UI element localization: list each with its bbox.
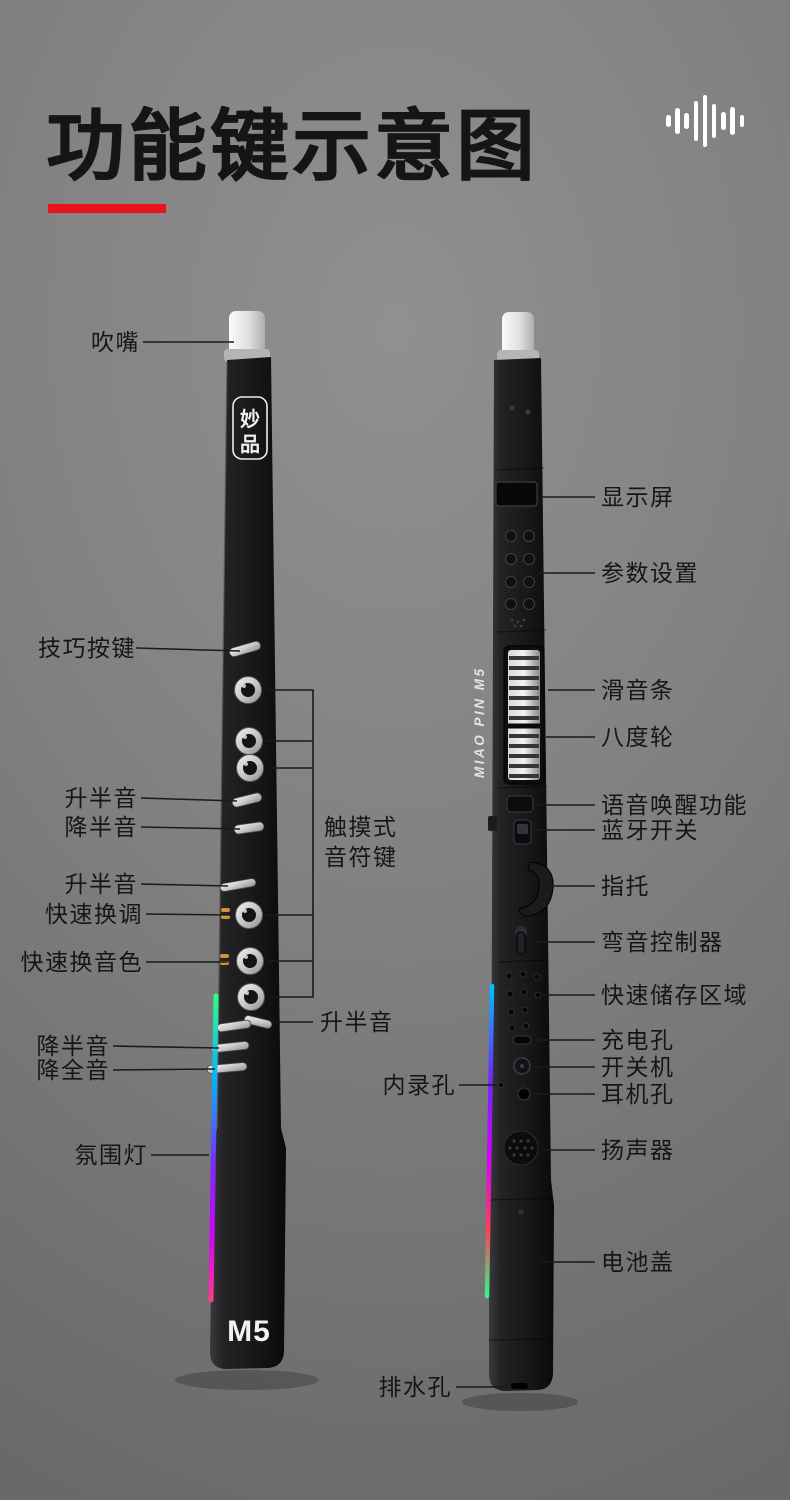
back-body (489, 358, 554, 1391)
display-screen (495, 481, 538, 507)
label-battery-cover: 电池盖 (601, 1249, 675, 1275)
label-charging-port: 充电孔 (601, 1027, 675, 1053)
speaker-grille (503, 1130, 539, 1166)
screw (525, 409, 531, 415)
label-drain-hole: 排水孔 (378, 1374, 452, 1400)
wave-bar (711, 104, 717, 138)
label-quick-storage: 快速储存区域 (601, 982, 748, 1008)
ambient-light-strip (208, 993, 219, 1303)
battery-cover-screw (518, 1209, 524, 1215)
model-text: M5 (227, 1315, 271, 1348)
label-ambient-light: 氛围灯 (74, 1142, 148, 1168)
label-flat-lower: 降半音 (36, 1033, 110, 1059)
front-shadow (175, 1370, 319, 1390)
wave-bar (684, 113, 689, 129)
back-mouthpiece (502, 312, 534, 358)
body-joints (488, 467, 553, 1341)
front-mouthpiece (229, 311, 265, 357)
headphone-jack (517, 1087, 531, 1101)
brand-badge: 妙 品 (232, 396, 268, 460)
label-internal-recording: 内录孔 (382, 1072, 456, 1098)
flat-lower-key (210, 1041, 250, 1053)
slide-bar-octave-wheel (503, 645, 545, 785)
touch-note-keys (234, 676, 265, 1011)
label-pitch-bend: 弯音控制器 (601, 929, 724, 955)
label-sharp-mid: 升半音 (64, 871, 138, 897)
technique-key (229, 640, 261, 658)
label-thumb-rest: 指托 (601, 873, 650, 899)
back-shadow (462, 1393, 578, 1411)
leader-lines (112, 341, 595, 1388)
internal-recording-hole (497, 1081, 505, 1089)
voice-wake-button (506, 795, 534, 813)
label-speaker: 扬声器 (601, 1137, 675, 1163)
wave-bar (702, 95, 708, 147)
pitch-bend-stick (516, 931, 526, 955)
label-mouthpiece: 吹嘴 (91, 329, 140, 355)
sharp-right-key (243, 1015, 273, 1029)
label-sharp-right: 升半音 (320, 1009, 394, 1035)
audio-wave-icon (666, 94, 744, 148)
back-ambient-light-strip (484, 983, 495, 1299)
power-button-dot (519, 1063, 525, 1069)
label-parameter-settings: 参数设置 (601, 560, 699, 586)
side-lever (488, 816, 497, 831)
charging-port (512, 1035, 532, 1045)
screw (509, 405, 515, 411)
wave-bar (693, 101, 699, 141)
side-print-text: MIAO PIN M5 (472, 666, 487, 778)
parameter-buttons (505, 530, 535, 610)
label-slide-bar: 滑音条 (601, 677, 675, 703)
label-quick-transpose: 快速换调 (45, 901, 143, 927)
bluetooth-switch-knob (517, 824, 528, 834)
sharp-mid-key (219, 878, 257, 892)
label-bluetooth-switch: 蓝牙开关 (601, 817, 699, 843)
quick-storage-area (505, 970, 542, 1032)
sharp-upper-key (231, 792, 263, 808)
instrument-front-view: 妙 品 (175, 311, 319, 1390)
brand-logo-char-bottom: 品 (240, 433, 260, 456)
label-technique-keys: 技巧按键 (38, 635, 136, 661)
label-octave-wheel: 八度轮 (601, 724, 675, 750)
wave-bar (730, 107, 735, 135)
label-flat-whole-tone: 降全音 (36, 1057, 110, 1083)
label-headphone-jack: 耳机孔 (601, 1081, 675, 1107)
page-title: 功能键示意图 (46, 102, 539, 190)
label-quick-timbre: 快速换音色 (20, 949, 143, 975)
label-display: 显示屏 (601, 484, 675, 510)
title-underline (48, 204, 166, 213)
instrument-back-view: MIAO PIN M5 (462, 312, 578, 1411)
brand-logo-char-top: 妙 (240, 407, 260, 431)
wave-bar (675, 108, 680, 134)
label-voice-wake: 语音唤醒功能 (601, 792, 748, 818)
label-flat-upper: 降半音 (64, 814, 138, 840)
label-sharp-upper: 升半音 (64, 785, 138, 811)
mic-grille (510, 618, 526, 628)
wave-bar (739, 115, 744, 127)
flat-upper-key (233, 821, 265, 835)
wave-bar (666, 115, 671, 127)
label-power-switch: 开关机 (601, 1054, 675, 1080)
label-touch-note-keys: 触摸式音符键 (324, 814, 398, 870)
thumb-rest (518, 861, 554, 917)
wave-bar (721, 112, 726, 130)
front-body (210, 357, 286, 1369)
drain-slot (511, 1383, 528, 1389)
